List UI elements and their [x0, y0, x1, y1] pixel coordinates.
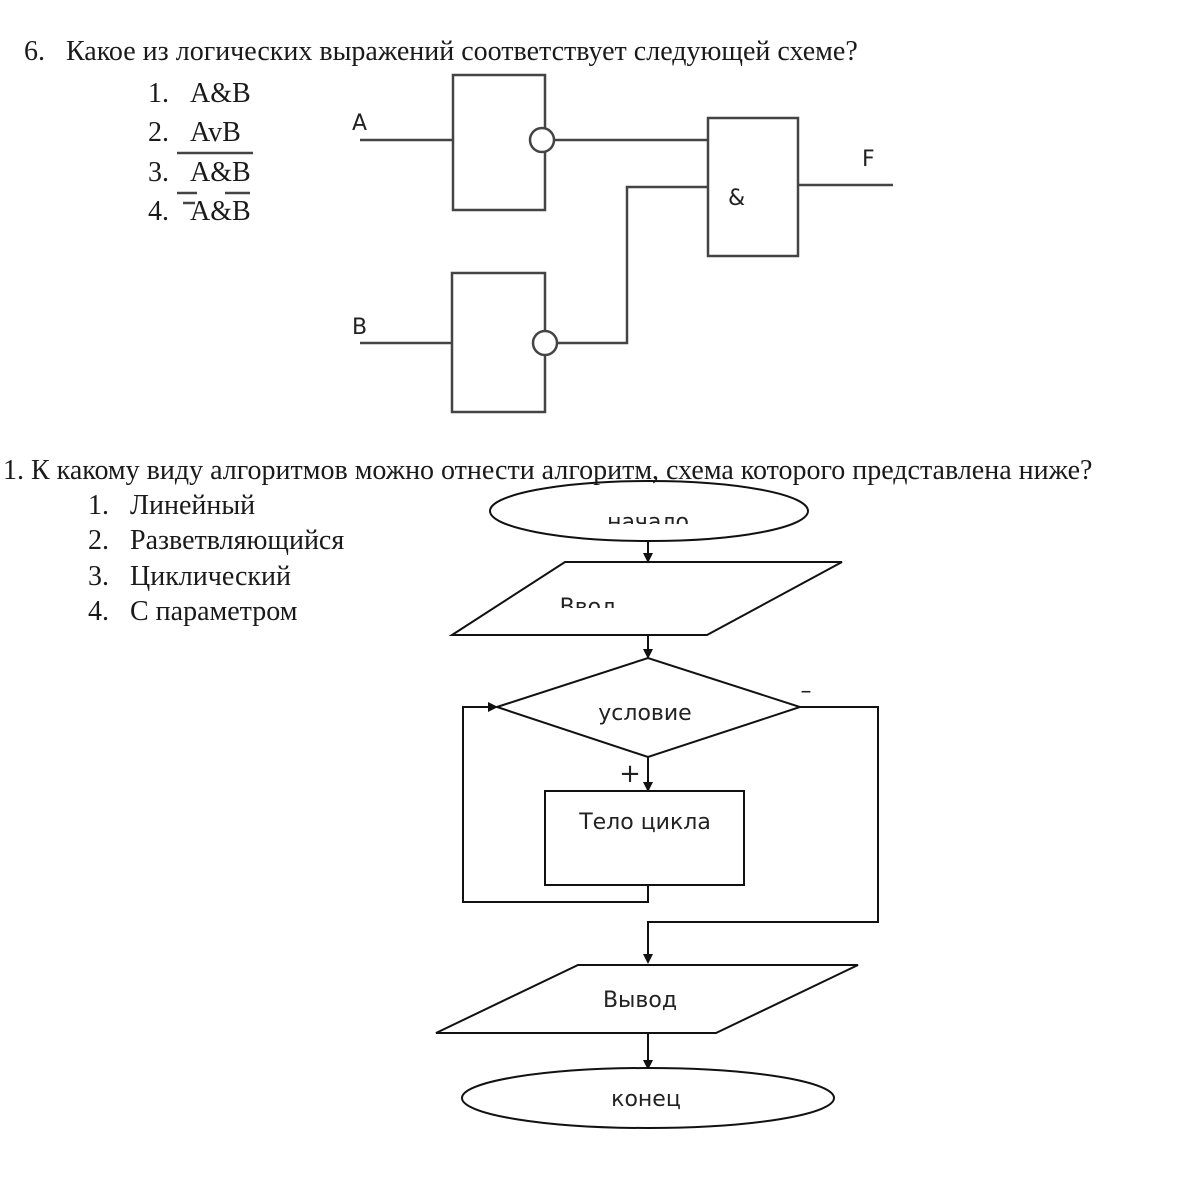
end-label: конец — [611, 1087, 681, 1112]
question-11-title: 1. К какому виду алгоритмов можно отнест… — [3, 455, 1093, 486]
input-label: Ввод — [560, 595, 617, 620]
q11-option-2: 2. Разветвляющийся — [88, 525, 345, 556]
q6-option-4: 4. A&B — [148, 196, 251, 227]
q11-option-1: 1. Линейный — [88, 490, 256, 521]
not-gate-b — [450, 271, 547, 414]
yes-mark: + — [619, 759, 641, 789]
and-gate — [706, 116, 800, 258]
input-b-label: B — [352, 315, 367, 340]
q6-option-3: 3. A&B — [148, 157, 251, 188]
q6-option-2: 2. AvB — [148, 117, 241, 148]
input-a-label: A — [352, 111, 367, 136]
condition-label: условие — [598, 701, 691, 726]
inverter-bubble-b — [531, 329, 559, 357]
and-symbol: & — [728, 186, 745, 211]
q11-option-3: 3. Циклический — [88, 561, 291, 592]
end-terminator — [461, 1067, 835, 1129]
inverter-bubble-a — [528, 126, 556, 154]
output-f-label: F — [862, 147, 875, 172]
question-number: 6. — [24, 36, 45, 67]
output-block — [435, 964, 859, 1034]
input-block — [448, 561, 843, 636]
no-mark: – — [801, 679, 812, 704]
q11-option-4: 4. С параметром — [88, 596, 298, 627]
start-label: начало — [607, 510, 689, 535]
exit-branch — [643, 706, 879, 964]
output-label: Вывод — [603, 988, 677, 1013]
q6-option-1: 1. A&B — [148, 78, 251, 109]
loop-body-label: Тело цикла — [578, 810, 711, 835]
loop-back — [462, 702, 649, 903]
loop-body-block — [544, 790, 745, 886]
wire-not-b — [557, 185, 708, 345]
question-6-title: 6. Какое из логических выражений соответ… — [24, 36, 858, 68]
question-text: Какое из логических выражений соответств… — [66, 36, 858, 67]
